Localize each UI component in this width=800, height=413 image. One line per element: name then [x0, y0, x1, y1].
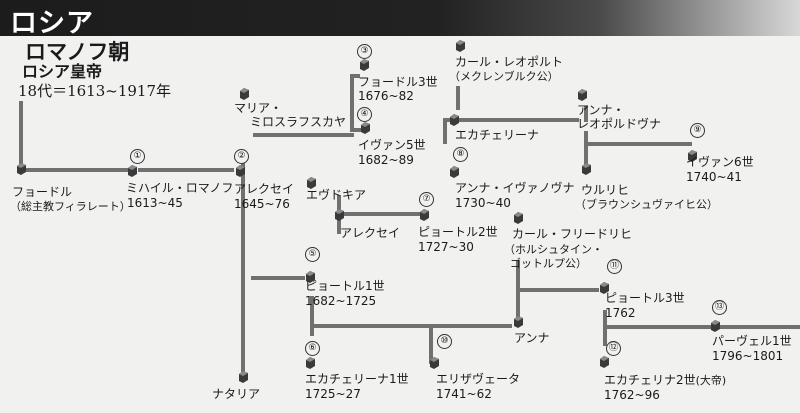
person-marker-icon [600, 356, 609, 368]
reign-number-badge: ⑬ [712, 300, 727, 315]
person-name: エヴドキア [306, 188, 367, 202]
person-name: マリア・ [234, 101, 283, 115]
person-note: （ホルシュタイン・ [504, 243, 603, 256]
person-marker-icon [236, 165, 245, 177]
person-years: 1730~40 [455, 196, 511, 210]
person-name: ピョートル3世 [605, 291, 685, 305]
dynasty-period: 18代＝1613~1917年 [18, 82, 172, 100]
person-years: 1762 [605, 306, 636, 320]
header-band: ロシア [0, 0, 800, 39]
person-name: イヴァン6世 [686, 155, 754, 169]
reign-number-badge: ⑨ [690, 123, 705, 138]
person-years: 1740~41 [686, 170, 742, 184]
person-years: 1762~96 [604, 388, 660, 402]
person-name: アレクセイ [234, 182, 295, 196]
person-name: アンナ [514, 331, 550, 345]
person-marker-icon [456, 40, 465, 52]
person-name: ウルリヒ [581, 183, 630, 197]
person-name: ミロスラフスカヤ [250, 115, 347, 129]
reign-number-badge: ⑦ [419, 192, 434, 207]
person-name: ミハイル・ロマノフ [126, 181, 234, 195]
person-years: 1645~76 [234, 197, 290, 211]
person-note: （メクレンブルク公） [449, 70, 559, 83]
reign-number-badge: ⑧ [453, 147, 468, 162]
person-marker-icon [420, 209, 429, 221]
person-years: 1727~30 [418, 240, 474, 254]
person-note: ゴットルプ公） [510, 257, 587, 270]
reign-number-badge: ① [130, 149, 145, 164]
reign-number-badge: ⑥ [305, 341, 320, 356]
person-marker-icon [360, 59, 369, 71]
person-marker-icon [240, 88, 249, 100]
person-marker-icon [239, 371, 248, 383]
person-name: エカチェリーナ [455, 128, 540, 142]
reign-number-badge: ④ [357, 107, 372, 122]
reign-number-badge: ⑪ [607, 259, 622, 274]
dynasty-name: ロマノフ朝 [25, 40, 130, 64]
person-marker-icon [711, 320, 720, 332]
reign-number-badge: ⑤ [305, 247, 320, 262]
person-name: フョードル3世 [358, 75, 438, 89]
person-marker-icon [361, 122, 370, 134]
person-name: カール・レオポルト [455, 55, 564, 69]
person-name: レオポルドヴナ [577, 117, 662, 131]
reign-number-badge: ③ [357, 44, 372, 59]
person-marker-icon [450, 114, 459, 126]
person-marker-icon [514, 316, 523, 328]
person-marker-icon [306, 357, 315, 369]
person-name: エカチェリーナ1世 [305, 372, 409, 386]
person-note: （総主教フィラレート） [10, 200, 131, 213]
person-name: ピョートル1世 [305, 279, 385, 293]
person-marker-icon [450, 166, 459, 178]
person-years: 1682~1725 [305, 294, 377, 308]
person-marker-icon [335, 209, 344, 221]
person-name: アンナ・イヴァノヴナ [455, 181, 575, 195]
person-years: 1613~45 [127, 196, 183, 210]
person-name: ナタリア [212, 387, 261, 401]
person-marker-icon [688, 150, 697, 162]
person-name: エリザヴェータ [436, 372, 521, 386]
person-marker-icon [128, 165, 137, 177]
person-name: イヴァン5世 [358, 138, 426, 152]
person-name: パーヴェル1世 [712, 334, 792, 348]
person-marker-icon [578, 89, 587, 101]
person-marker-icon [17, 163, 26, 175]
person-years: 1741~62 [436, 387, 492, 401]
person-name: ピョートル2世 [418, 225, 498, 239]
person-marker-icon [307, 177, 316, 189]
person-marker-icon [514, 212, 523, 224]
dynasty-subtitle: ロシア皇帝 [22, 62, 103, 81]
person-years: 1725~27 [305, 387, 361, 401]
person-years: 1796~1801 [712, 349, 784, 363]
person-name-text: エカチェリナ2世 [604, 373, 696, 387]
person-years: 1682~89 [358, 153, 414, 167]
person-name: アレクセイ [340, 226, 401, 240]
person-years: 1676~82 [358, 89, 414, 103]
reign-number-badge: ② [234, 149, 249, 164]
person-title-suffix: (大帝) [695, 374, 727, 387]
reign-number-badge: ⑫ [606, 341, 621, 356]
person-name: カール・フリードリヒ [512, 227, 633, 241]
person-marker-icon [582, 163, 591, 175]
person-name: エカチェリナ2世(大帝) [604, 373, 726, 388]
page-title: ロシア [10, 8, 94, 39]
person-name: フョードル [12, 185, 73, 199]
person-marker-icon [430, 357, 439, 369]
person-marker-icon [306, 271, 315, 283]
person-note: （ブラウンシュヴァイヒ公） [575, 198, 718, 211]
person-name: アンナ・ [577, 103, 625, 117]
person-marker-icon [600, 282, 609, 294]
reign-number-badge: ⑩ [437, 334, 452, 349]
